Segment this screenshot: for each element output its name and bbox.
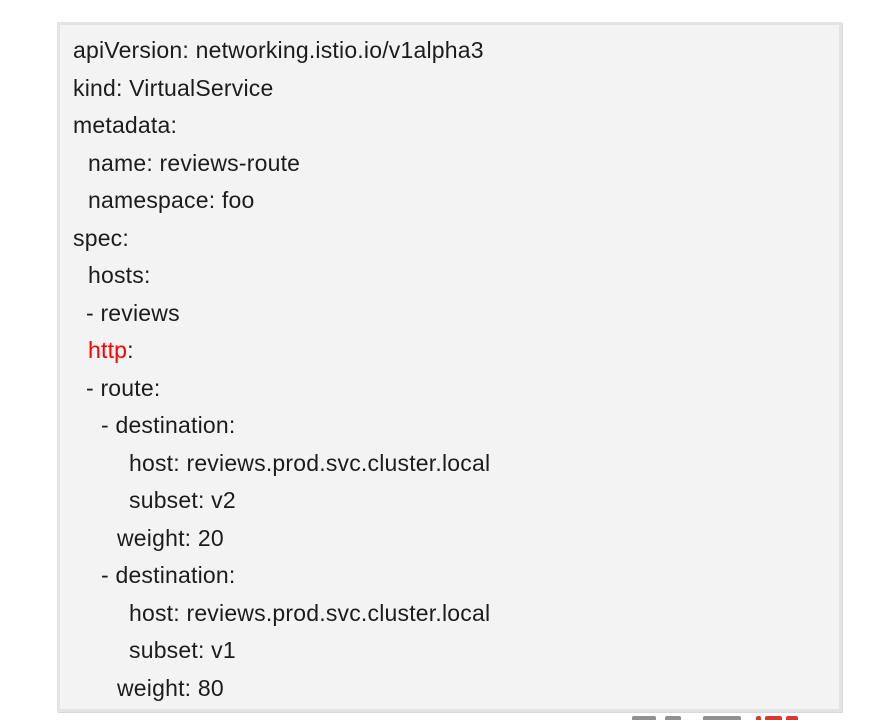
code-line: subset: v1 — [73, 632, 839, 670]
watermark-red-mark — [786, 716, 798, 720]
code-line: namespace: foo — [73, 182, 839, 220]
watermark-gray-fragment — [665, 716, 681, 720]
code-text: weight: 20 — [117, 524, 224, 551]
code-text: - destination: — [101, 412, 236, 438]
code-text: host: reviews.prod.svc.cluster.local — [129, 599, 491, 626]
code-text: apiVersion: networking.istio.io/v1alpha3 — [73, 37, 484, 63]
code-line: - destination: — [73, 407, 839, 445]
code-line: weight: 80 — [73, 670, 839, 708]
yaml-code-block: apiVersion: networking.istio.io/v1alpha3… — [57, 22, 842, 712]
watermark-gray-fragment — [703, 716, 741, 720]
code-line: hosts: — [73, 257, 839, 295]
code-line: host: reviews.prod.svc.cluster.local — [73, 445, 839, 483]
code-line: apiVersion: networking.istio.io/v1alpha3 — [73, 32, 839, 70]
code-line: spec: — [73, 220, 839, 258]
watermark-red-mark — [765, 716, 782, 720]
watermark-gray-fragment — [632, 716, 656, 720]
code-text: - reviews — [86, 299, 180, 326]
code-text: host: reviews.prod.svc.cluster.local — [129, 449, 491, 476]
code-line: - route: — [73, 370, 839, 408]
code-text: namespace: foo — [88, 187, 255, 213]
code-text: weight: 80 — [117, 674, 224, 701]
code-text: name: reviews-route — [88, 149, 301, 176]
code-line: kind: VirtualService — [73, 70, 839, 108]
highlighted-http-key: http — [88, 337, 128, 363]
code-line: weight: 20 — [73, 520, 839, 558]
code-text: hosts: — [88, 262, 151, 288]
code-line: subset: v2 — [73, 482, 839, 520]
code-line: http: — [73, 332, 839, 370]
code-text: subset: v1 — [129, 637, 236, 663]
code-line: host: reviews.prod.svc.cluster.local — [73, 595, 839, 633]
yaml-code-lines: apiVersion: networking.istio.io/v1alpha3… — [60, 25, 839, 707]
code-text: subset: v2 — [129, 487, 236, 513]
watermark-red-mark — [756, 716, 761, 720]
code-text: metadata: — [73, 112, 178, 138]
code-text: - route: — [86, 374, 161, 401]
code-text: spec: — [73, 224, 129, 251]
code-line: metadata: — [73, 107, 839, 145]
code-text: - destination: — [101, 562, 236, 588]
code-line: - reviews — [73, 295, 839, 333]
code-line: name: reviews-route — [73, 145, 839, 183]
code-text: kind: VirtualService — [73, 74, 274, 101]
clipped-watermark — [0, 715, 892, 720]
code-text: : — [127, 337, 134, 363]
code-line: - destination: — [73, 557, 839, 595]
